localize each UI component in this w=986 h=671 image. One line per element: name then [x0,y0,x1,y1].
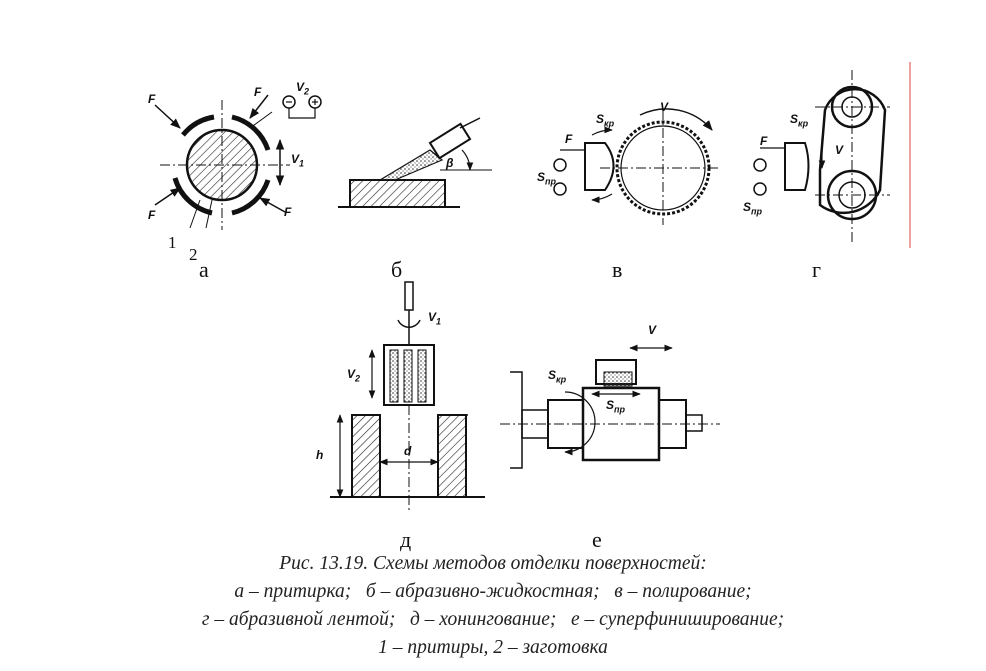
velocity-v2-label: V2 [347,367,361,384]
cross-feed-label: Sкр [548,368,567,385]
panel-g-abrasive-belt [753,70,890,245]
panel-letter-d: д [400,527,412,552]
force-label: F [284,205,292,219]
part-number-2: 2 [189,245,198,264]
panel-letter-g: г [812,257,822,282]
force-label: F [148,208,156,222]
cross-feed-label: Sкр [790,112,809,129]
longitudinal-feed-label: Sпр [743,200,763,217]
longitudinal-feed-label: Sпр [606,398,626,415]
cross-feed-label: Sкр [596,112,615,129]
angle-beta-label: β [446,156,454,170]
panel-letter-b: б [391,257,403,282]
force-label: F [760,134,768,148]
panel-b-abrasive-liquid [338,117,492,208]
speed-v-label: V [648,323,657,337]
force-label: F [565,132,573,146]
figure-caption-title: Рис. 13.19. Схемы методов отделки поверх… [279,553,707,574]
figure-caption-line: г – абразивной лентой; д – хонингование;… [201,609,785,630]
panel-letter-v: в [612,257,623,282]
panel-letter-a: а [199,257,209,282]
figure-caption-line: а – притирка; б – абразивно-жидкостная; … [234,581,752,602]
voltage-v2-label: V2 [296,80,310,97]
panel-d-honing [330,281,485,510]
height-h-label: h [316,448,324,462]
panel-a-lapping [154,94,322,230]
velocity-v1-label: V1 [428,310,442,327]
figure-caption-line: 1 – притиры, 2 – заготовка [378,637,608,658]
force-label: F [148,92,156,106]
longitudinal-feed-label: Sпр [537,170,557,187]
force-label: F [254,85,262,99]
diameter-d-label: d [404,444,412,458]
panel-v-polishing [553,108,720,225]
speed-v-label: V [835,143,844,157]
speed-v-label: V [660,100,669,114]
part-number-1: 1 [168,233,177,252]
panel-letter-e: е [592,527,602,552]
panel-e-superfinishing [500,344,720,469]
velocity-v1-label: V1 [291,152,305,169]
